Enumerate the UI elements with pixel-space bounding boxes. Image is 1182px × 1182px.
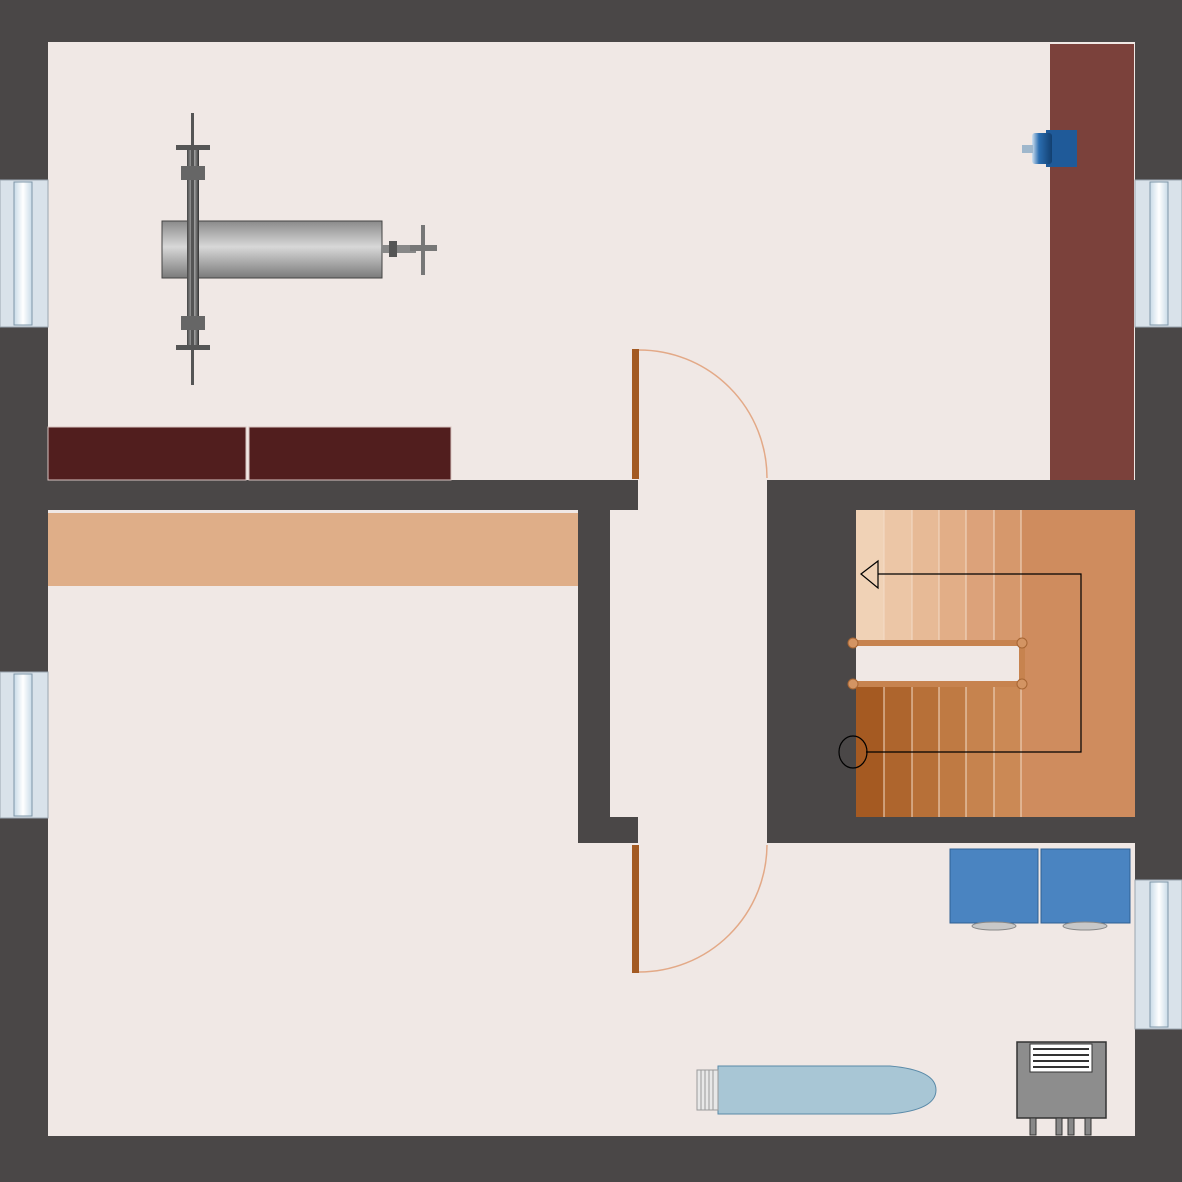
floor-corridor (610, 480, 767, 843)
door-bottom[interactable] (632, 844, 768, 973)
stair-step (856, 685, 884, 817)
barbell-bench-icon (161, 113, 437, 385)
floor-door-gap-top (638, 480, 767, 510)
wall-stair-bottom (767, 817, 1135, 843)
window-left-top (0, 179, 49, 328)
stair-landing (1021, 510, 1135, 817)
wall-middle-left (48, 480, 638, 510)
boiler-icon (1016, 1041, 1107, 1136)
cabinet (248, 426, 452, 481)
stair-gap (856, 640, 1021, 685)
wall-middle-right (767, 480, 1135, 510)
stair-direction-arrow (838, 559, 1082, 769)
stair-step (994, 510, 1021, 640)
window-right-bottom (1134, 879, 1182, 1030)
floor-left-room (48, 510, 578, 1136)
door-top[interactable] (632, 349, 768, 479)
cabinet (47, 426, 247, 481)
stair-step (966, 510, 994, 640)
stair-handrail-knobs (847, 637, 1028, 690)
stair-step (994, 685, 1021, 817)
stair-step (884, 685, 912, 817)
stair-step (939, 685, 966, 817)
wall-corridor-left (578, 480, 610, 843)
counter (48, 513, 578, 586)
washing-machine-icon (949, 848, 1039, 931)
stair-step (912, 510, 939, 640)
stair-step (966, 685, 994, 817)
tall-shelf (1050, 44, 1134, 480)
ironing-board-icon (696, 1065, 937, 1115)
floor-door-gap-bottom (638, 817, 767, 843)
stair-step (939, 510, 966, 640)
washing-machine-icon (1040, 848, 1131, 931)
wall-corridor-left-lower (578, 817, 638, 843)
stair-step (912, 685, 939, 817)
drill-icon (1022, 130, 1077, 167)
stair-step (884, 510, 912, 640)
window-right-top (1134, 179, 1182, 328)
stair-step-lines (883, 510, 1022, 817)
stair-handrail (850, 640, 1025, 687)
window-left-bottom (0, 671, 49, 819)
